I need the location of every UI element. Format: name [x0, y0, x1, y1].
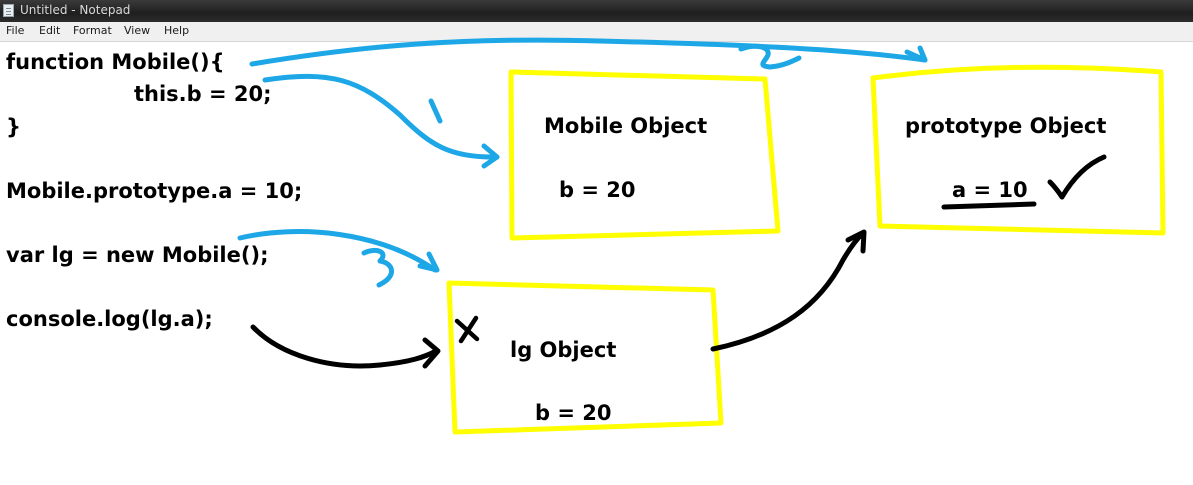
code-line-close-brace: } [6, 115, 21, 139]
title-bar: Untitled - Notepad [0, 0, 1193, 22]
menu-bar: File Edit Format View Help [0, 22, 1193, 42]
blue-arrowhead-lg [417, 251, 440, 273]
code-line-function: function Mobile(){ [6, 50, 225, 74]
black-arrowhead-prototype [845, 229, 867, 254]
black-arrowhead-lg [422, 337, 441, 369]
mobile-object-prop: b = 20 [559, 178, 636, 202]
menu-view[interactable]: View [124, 24, 151, 37]
code-line-prototype-a: Mobile.prototype.a = 10; [6, 179, 303, 203]
check-icon [1047, 154, 1107, 200]
blue-arrow-to-mobile [262, 73, 500, 160]
menu-help[interactable]: Help [164, 24, 190, 37]
lg-object-prop: b = 20 [535, 401, 612, 425]
mobile-object-box [508, 69, 781, 241]
notepad-icon [3, 4, 14, 17]
blue-arrowhead-mobile [481, 143, 500, 169]
cross-icon [454, 315, 480, 344]
black-arrow-console-to-lg [250, 324, 439, 369]
black-arrow-lg-to-prototype [710, 231, 865, 352]
blue-arrowhead-prototype [904, 45, 928, 63]
code-line-console-log: console.log(lg.a); [6, 307, 213, 331]
step-3-mark [361, 247, 394, 288]
prototype-object-prop: a = 10 [952, 178, 1028, 202]
prototype-object-title: prototype Object [905, 114, 1107, 138]
blue-arrow-to-prototype [249, 37, 928, 67]
step-2-mark [738, 43, 802, 70]
underline-a [941, 201, 1037, 210]
prototype-object-box [870, 64, 1166, 236]
window-title: Untitled - Notepad [20, 3, 131, 17]
mobile-object-title: Mobile Object [544, 114, 708, 138]
menu-format[interactable]: Format [73, 24, 112, 37]
lg-object-title: lg Object [510, 338, 617, 362]
menu-edit[interactable]: Edit [39, 24, 61, 37]
step-1-mark [428, 98, 443, 124]
code-line-new-instance: var lg = new Mobile(); [6, 243, 269, 267]
code-line-assign-b: this.b = 20; [134, 82, 272, 106]
lg-object-box [446, 280, 724, 435]
blue-arrow-to-lg [237, 229, 438, 273]
menu-file[interactable]: File [6, 24, 25, 37]
